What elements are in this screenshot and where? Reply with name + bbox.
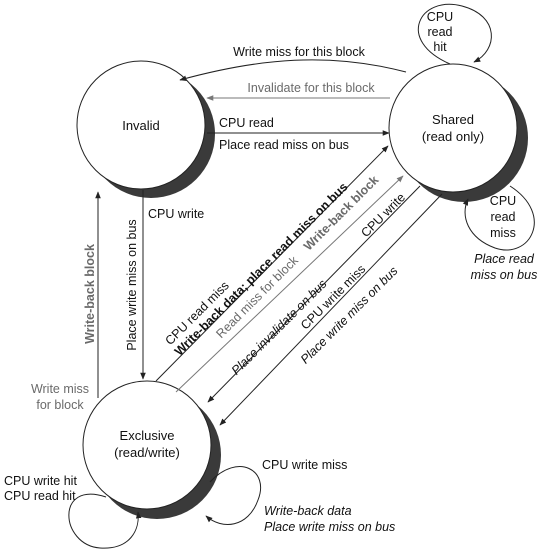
transition-exclusive-hit: CPU write hit CPU read hit (4, 474, 142, 549)
edge-arrow (205, 466, 261, 525)
transition-invalid-to-shared: CPU read Place read miss on bus (207, 116, 390, 152)
edge-label: CPU read hit (4, 489, 76, 503)
edge-label: Invalidate for this block (247, 81, 375, 95)
edge-label: read (490, 210, 515, 224)
edge-action-label: Place write miss on bus (264, 520, 395, 534)
edge-arrow (175, 175, 404, 393)
edge-action-label: Write-back data (264, 504, 352, 518)
edge-label: CPU write hit (4, 474, 77, 488)
transition-shared-to-invalid-write-miss: Write miss for this block (179, 45, 407, 82)
state-label-shared: Shared (432, 112, 474, 127)
edge-action-label: miss on bus (471, 268, 538, 282)
transition-invalid-to-exclusive: CPU write Place write miss on bus (125, 190, 204, 380)
state-label-exclusive: Exclusive (120, 428, 175, 443)
transition-exclusive-write-miss: CPU write miss Write-back data Place wri… (205, 458, 395, 534)
state-shared: Shared (read only) (388, 63, 528, 202)
edge-arrow (207, 185, 421, 403)
transition-exclusive-to-invalid: Write-back block Write miss for block (31, 191, 101, 412)
edge-label: hit (433, 40, 447, 54)
edge-action-label: Place read miss on bus (219, 138, 349, 152)
state-circle (82, 380, 212, 510)
transition-shared-to-invalid-invalidate: Invalidate for this block (206, 81, 390, 101)
state-label-invalid: Invalid (122, 118, 160, 133)
state-exclusive: Exclusive (read/write) (82, 380, 221, 519)
edge-arrow (68, 493, 142, 549)
edge-label: Write miss for this block (233, 45, 365, 59)
state-circle (76, 60, 206, 190)
edge-action-label: Write-back block (83, 244, 97, 344)
edge-label: CPU (490, 194, 516, 208)
edge-arrow (155, 145, 389, 382)
edge-event-label: CPU read (219, 116, 274, 130)
edge-label: miss (490, 226, 516, 240)
transition-exclusive-to-shared-bus-read-miss: Read miss for block Write-back block (175, 173, 404, 393)
edge-arrow (417, 3, 492, 65)
edge-arrow (219, 193, 443, 426)
edge-event-label: Write miss (31, 382, 89, 396)
edge-arrow (462, 185, 535, 251)
edge-event-label: for block (36, 398, 84, 412)
edge-action-label: Place write miss on bus (125, 219, 139, 350)
transition-shared-read-miss: CPU read miss Place read miss on bus (462, 185, 538, 282)
edge-action-label: Place read (474, 252, 535, 266)
edge-arrow (179, 59, 407, 82)
state-sublabel-exclusive: (read/write) (114, 445, 180, 460)
edge-event-label: CPU write (148, 207, 204, 221)
edge-event-label: CPU write miss (262, 458, 347, 472)
state-invalid: Invalid (76, 60, 215, 198)
state-sublabel-shared: (read only) (422, 129, 484, 144)
transition-shared-read-hit: CPU read hit (417, 3, 492, 65)
edge-label: read (427, 25, 452, 39)
state-circle (388, 63, 518, 193)
edge-label: CPU (427, 10, 453, 24)
